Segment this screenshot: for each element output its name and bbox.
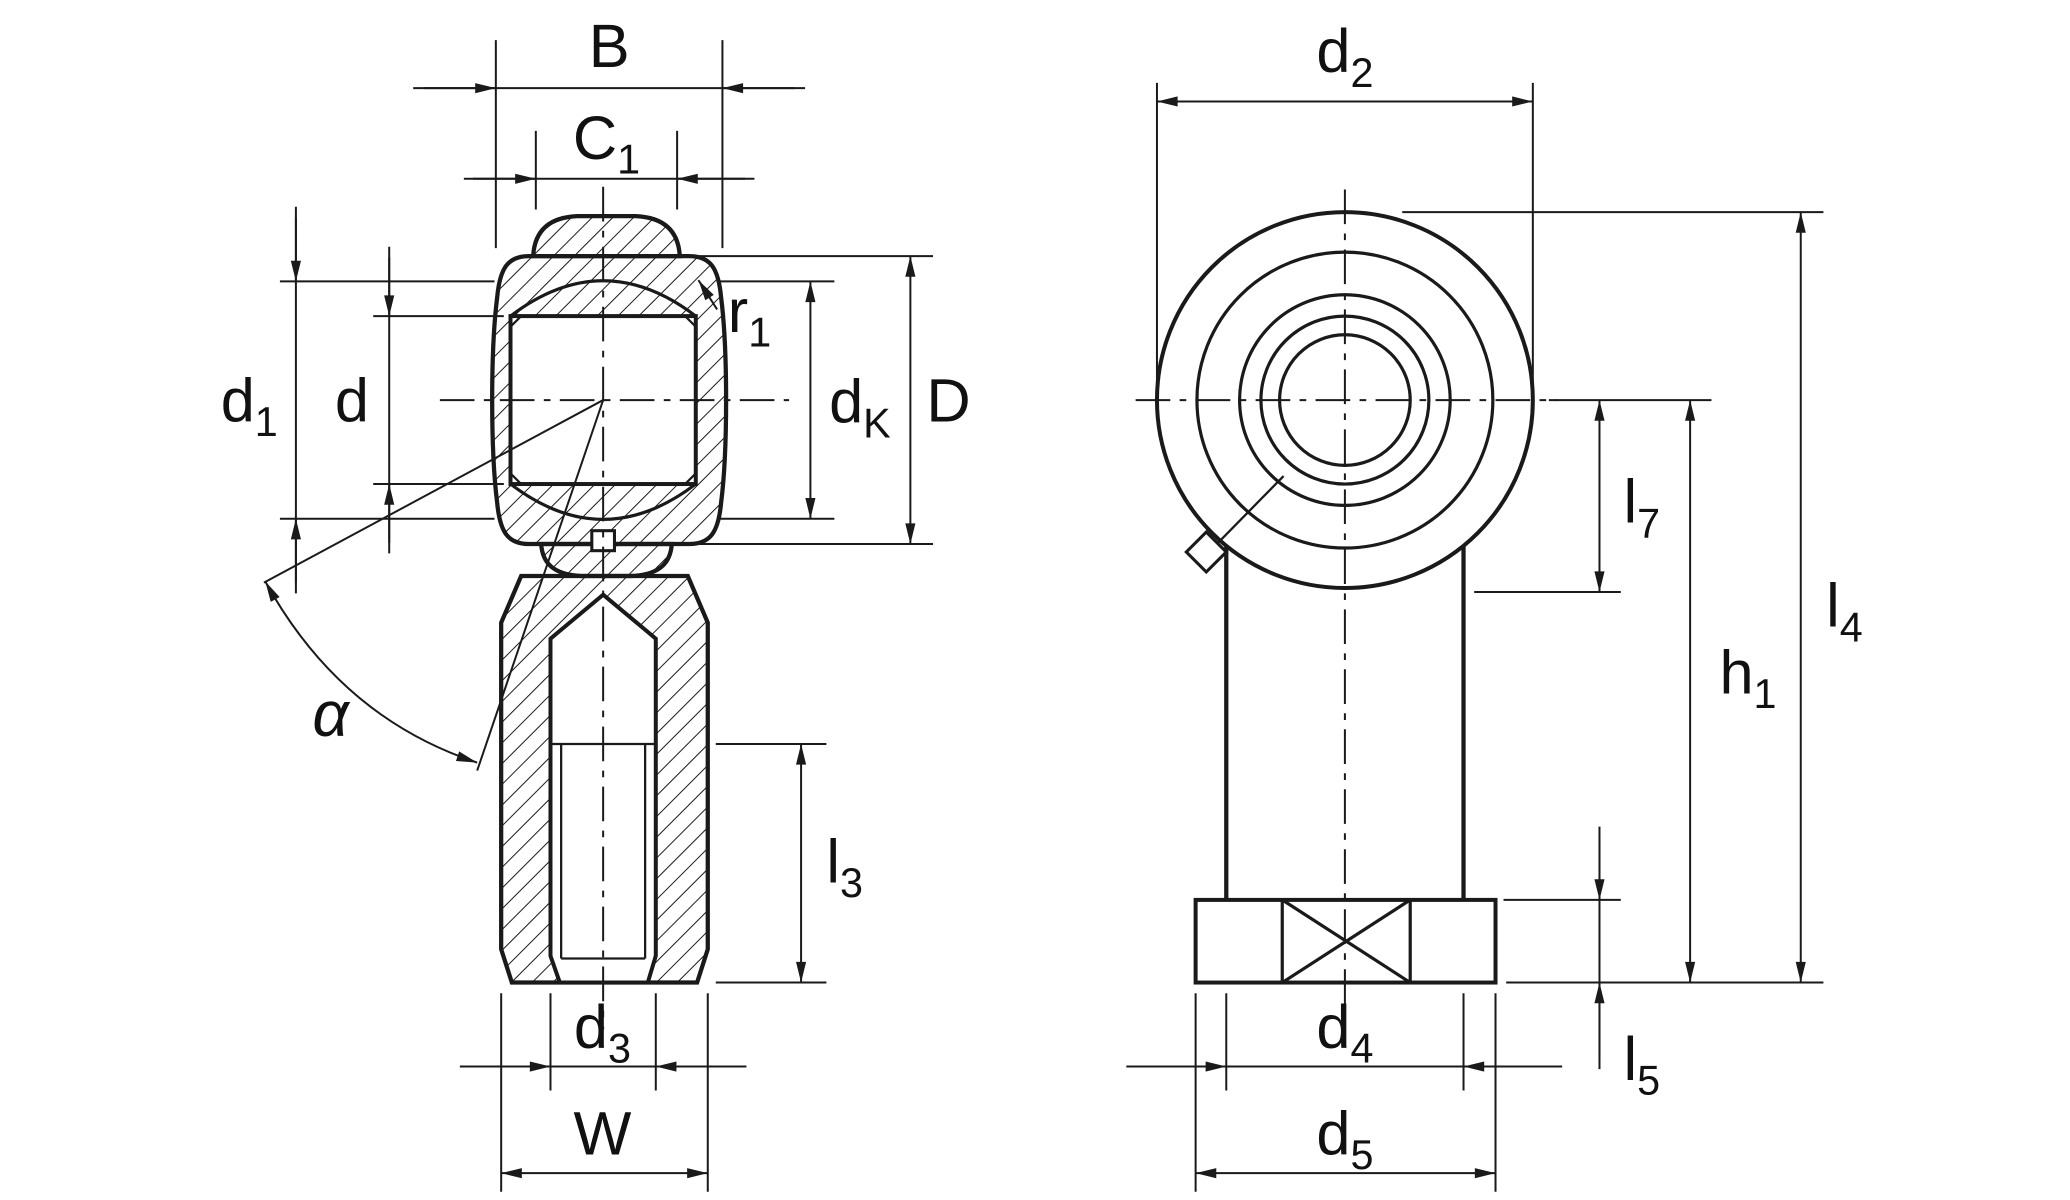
dim-l4: l4 — [1402, 211, 1863, 983]
label-l4: l4 — [1826, 571, 1863, 651]
bore-chamfer — [684, 472, 697, 485]
label-alpha: α — [312, 678, 350, 750]
label-B: B — [589, 11, 630, 80]
label-d: d — [335, 365, 369, 434]
dim-d: d — [335, 246, 504, 554]
dim-W: W — [500, 993, 709, 1192]
right-view: d2 l7 h1 l4 l5 — [1126, 16, 1863, 1192]
alpha-arc — [264, 580, 478, 764]
label-d4: d4 — [1316, 992, 1373, 1072]
label-d1: d1 — [221, 365, 278, 445]
dim-l7: l7 — [1474, 399, 1712, 594]
dim-D: D — [695, 255, 971, 546]
dim-B: B — [413, 11, 806, 249]
label-d3: d3 — [574, 992, 631, 1072]
label-C1: C1 — [573, 103, 640, 183]
dim-d2: d2 — [1155, 16, 1534, 385]
label-l3: l3 — [826, 827, 863, 907]
dim-d4: d4 — [1126, 992, 1563, 1091]
dim-d3: d3 — [459, 992, 747, 1091]
label-dK: dK — [829, 367, 891, 447]
label-d5: d5 — [1316, 1098, 1373, 1178]
label-l7: l7 — [1623, 467, 1660, 547]
dim-l3: l3 — [715, 742, 863, 984]
bore-chamfer — [509, 472, 522, 485]
ball-top-cap — [530, 213, 683, 259]
bore-chamfer — [684, 315, 697, 328]
lube-duct-line — [1210, 475, 1285, 551]
ball-bottom-cap — [538, 541, 675, 579]
label-l5: l5 — [1623, 1024, 1660, 1104]
leader-arrow — [697, 279, 718, 310]
grease-nipple — [1184, 529, 1229, 575]
bore-chamfer — [509, 315, 522, 328]
label-r1: r1 — [728, 276, 771, 356]
dim-C1: C1 — [463, 103, 755, 210]
dim-r1: r1 — [697, 276, 771, 356]
label-D: D — [926, 365, 970, 434]
dim-l5: l5 — [1503, 826, 1660, 1104]
dim-d5: d5 — [1194, 993, 1497, 1192]
dim-alpha: α — [263, 399, 605, 771]
alpha-ray — [476, 399, 605, 771]
dim-d1: d1 — [221, 206, 495, 594]
dim-dK: dK — [719, 280, 891, 520]
flats-mark-diagonal — [1281, 898, 1412, 984]
label-W: W — [574, 1098, 632, 1167]
label-h1: h1 — [1719, 637, 1776, 717]
label-d2: d2 — [1316, 16, 1373, 96]
alpha-ray — [263, 399, 604, 584]
dim-h1: h1 — [1506, 400, 1824, 984]
left-view: α B C1 d1 — [221, 11, 971, 1192]
